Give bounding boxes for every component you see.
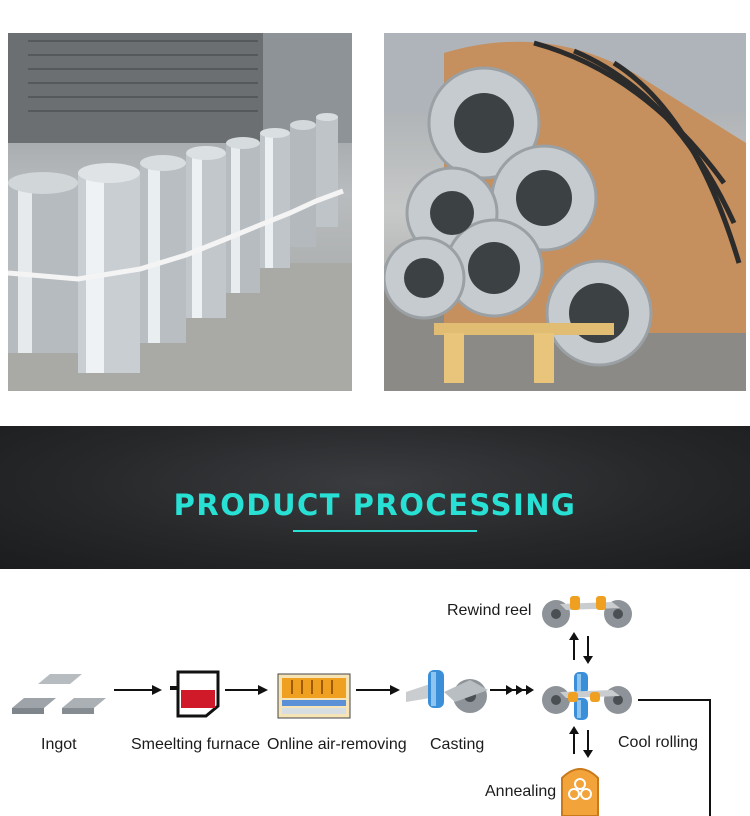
air-removing-icon bbox=[277, 673, 351, 719]
furnace-icon bbox=[170, 670, 220, 718]
annealing-icon bbox=[561, 768, 599, 816]
flow-arrow bbox=[225, 685, 268, 695]
step-label-furnace: Smeelting furnace bbox=[131, 736, 260, 753]
step-label-rewind-reel: Rewind reel bbox=[447, 602, 532, 619]
flow-arrow bbox=[356, 685, 400, 695]
output-connector bbox=[638, 699, 711, 816]
process-flow-diagram bbox=[12, 596, 711, 816]
title-underline bbox=[293, 530, 477, 532]
ingot-icon bbox=[12, 674, 106, 714]
bidirectional-arrow bbox=[569, 726, 593, 758]
section-title: PRODUCT PROCESSING bbox=[173, 488, 577, 522]
aluminum-coils-pallet-photo bbox=[384, 33, 746, 391]
step-label-air-removing: Online air-removing bbox=[267, 736, 407, 753]
flow-arrow bbox=[114, 685, 162, 695]
flow-arrow bbox=[490, 685, 534, 695]
step-label-casting: Casting bbox=[430, 736, 485, 753]
rolling-mill-icon bbox=[542, 672, 632, 720]
casting-icon bbox=[406, 670, 488, 713]
step-label-ingot: Ingot bbox=[41, 736, 77, 753]
bidirectional-arrow bbox=[569, 632, 593, 664]
step-label-cool-rolling: Cool rolling bbox=[618, 734, 699, 751]
rewind-reel-icon bbox=[542, 596, 632, 628]
aluminum-rolls-photo bbox=[8, 33, 352, 391]
section-banner bbox=[0, 426, 750, 569]
step-label-annealing: Annealing bbox=[485, 783, 557, 800]
